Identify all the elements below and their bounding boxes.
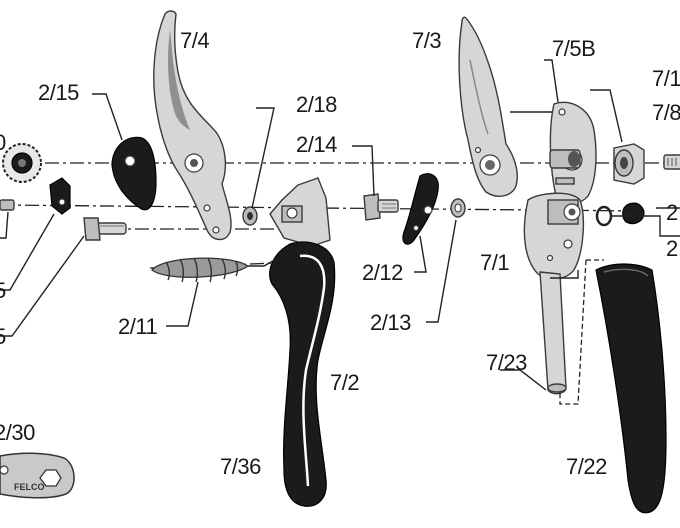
label-7-2: 7/2 <box>330 370 359 395</box>
label-2-14: 2/14 <box>296 132 337 157</box>
part-2-13-washer <box>450 198 466 218</box>
label-cut-right-a: 2 <box>666 200 678 225</box>
label-cut-left-top: 0 <box>0 130 6 155</box>
part-7-2-handle <box>269 177 336 507</box>
label-2-18: 2/18 <box>296 92 337 117</box>
label-cut-left-a: 5 <box>0 278 6 303</box>
tube-alignment-dash <box>559 259 604 405</box>
label-2-11: 2/11 <box>118 314 157 339</box>
label-2-13: 2/13 <box>370 310 411 335</box>
label-2-30: 2/30 <box>0 420 35 445</box>
label-7-3: 7/3 <box>412 28 441 53</box>
clip-part-hole <box>58 198 66 206</box>
part-7-3-lower-blade <box>458 16 518 197</box>
clip-part <box>49 177 71 215</box>
label-7-4: 7/4 <box>180 28 209 53</box>
part-7-5b-bolt-plate <box>549 101 597 205</box>
label-cut-right-b: 2 <box>666 236 678 261</box>
part-2-15-cam <box>111 136 157 211</box>
label-cut-left-b: 5 <box>0 324 6 349</box>
part-2-14-bolt <box>363 193 399 221</box>
right-cap-part <box>622 202 645 225</box>
right-ring-part <box>595 205 613 227</box>
part-7-1-7-8-nut <box>613 143 645 185</box>
label-2-15: 2/15 <box>38 80 79 105</box>
part-7-1-handle-body <box>523 192 585 395</box>
part-7-4-upper-blade <box>153 10 232 241</box>
label-7-22: 7/22 <box>566 454 607 479</box>
label-7-23: 7/23 <box>486 350 527 375</box>
right-screw-part <box>663 154 680 170</box>
serrated-nut-bore <box>18 159 26 167</box>
label-7-1: 7/1 <box>480 250 509 275</box>
part-2-12-latch <box>402 173 439 245</box>
label-7-1-top: 7/1 <box>652 66 680 91</box>
part-7-22-handle-cover <box>595 263 667 514</box>
left-screw-part <box>0 199 15 211</box>
label-7-36: 7/36 <box>220 454 261 479</box>
part-2-18-washer <box>242 206 258 226</box>
label-7-5b: 7/5B <box>552 36 595 61</box>
left-spring-nut <box>2 143 42 183</box>
label-7-8: 7/8 <box>652 100 680 125</box>
part-2-30-wrench <box>0 452 75 499</box>
bolt-part <box>83 217 127 241</box>
label-2-12: 2/12 <box>362 260 403 285</box>
part-2-11-spring <box>151 257 250 283</box>
wrench-brand-text: FELCO <box>14 482 45 492</box>
leader-lines <box>0 59 680 391</box>
